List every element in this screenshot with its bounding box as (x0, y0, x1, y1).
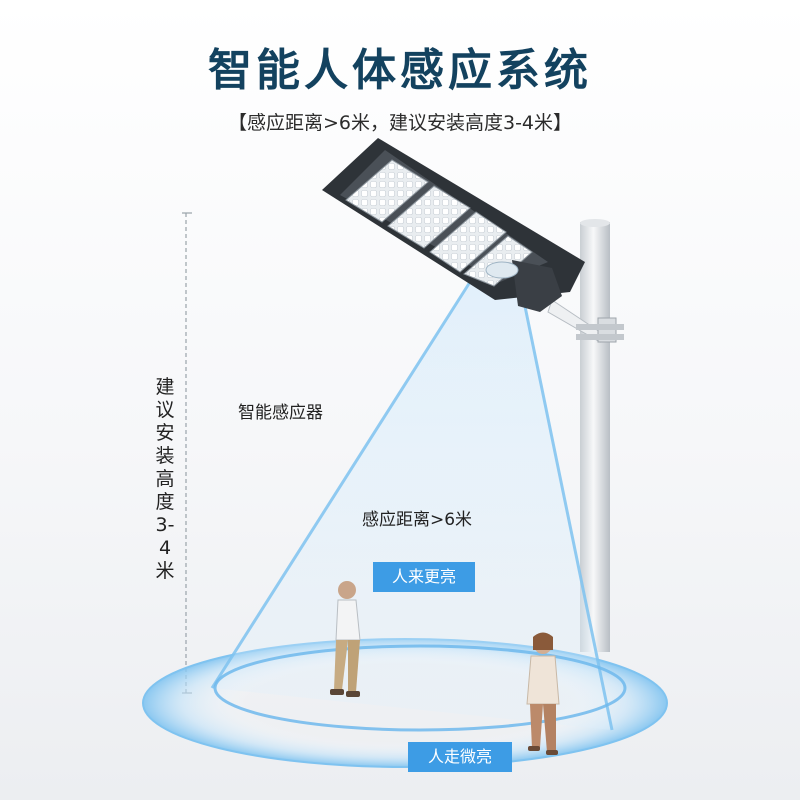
badge-person-away: 人走微亮 (408, 742, 512, 772)
sensing-distance-label: 感应距离>6米 (362, 510, 473, 530)
sensor-label: 智能感应器 (238, 403, 323, 423)
page-subtitle: 【感应距离>6米，建议安装高度3-4米】 (227, 112, 573, 134)
height-dimension (182, 212, 192, 694)
sensing-range-inner (213, 644, 627, 732)
solar-lamp-head (322, 138, 585, 312)
person-man-walking (330, 581, 361, 697)
light-pole (547, 219, 624, 652)
person-woman-walking (526, 632, 560, 755)
badge-person-near: 人来更亮 (373, 562, 475, 592)
sensing-beam (210, 281, 614, 731)
page-title: 智能人体感应系统 (208, 45, 592, 96)
motion-sensor-icon (485, 261, 519, 279)
install-height-label: 建议安装高度3-4米 (155, 376, 175, 582)
led-modules (345, 159, 533, 287)
